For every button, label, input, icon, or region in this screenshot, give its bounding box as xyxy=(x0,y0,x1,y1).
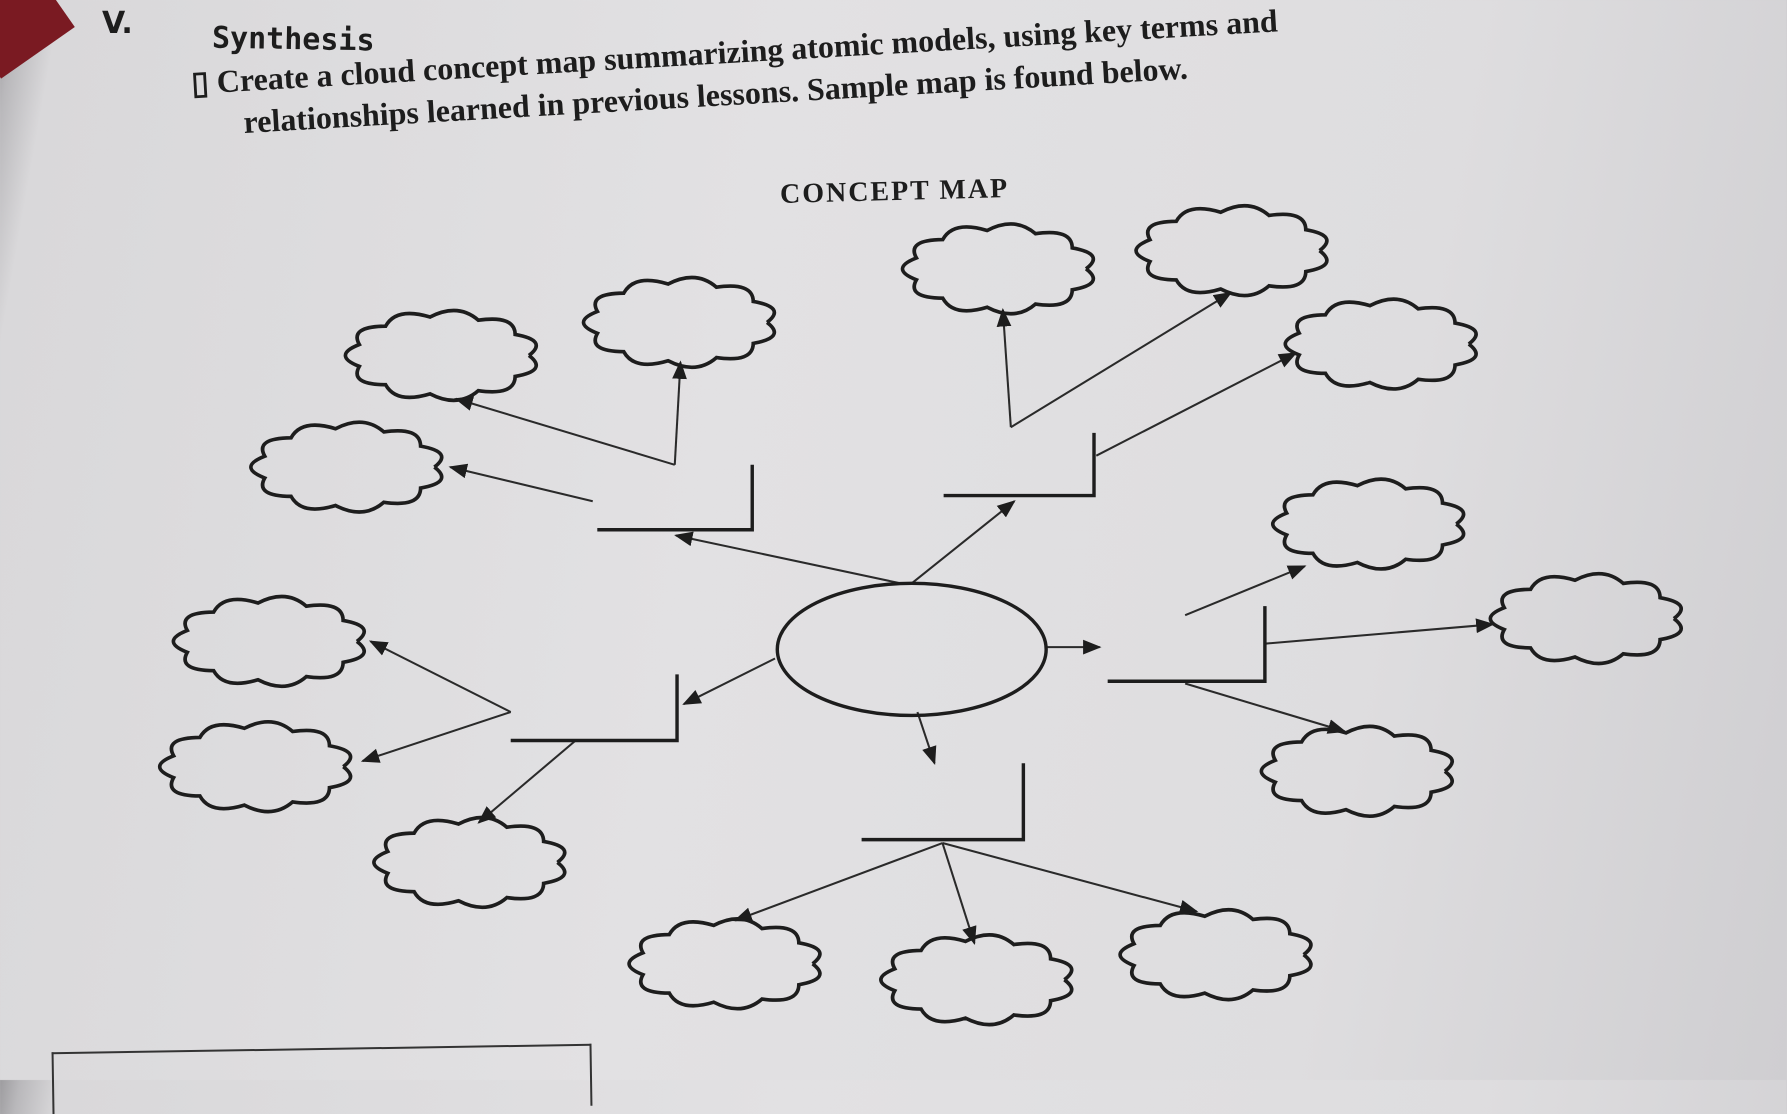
concept-map-diagram xyxy=(157,203,1683,1027)
arrow-connector-8 xyxy=(1095,352,1298,457)
arrow-connector-4 xyxy=(448,463,593,503)
cloud-shape-10 xyxy=(157,720,353,814)
cloud-shape-13 xyxy=(627,917,822,1011)
linking-box-2 xyxy=(943,432,1096,498)
worksheet-page: V. Synthesis ▯ Create a cloud concept ma… xyxy=(51,2,1683,1114)
arrow-connector-12 xyxy=(477,739,577,824)
arrow-connector-1 xyxy=(674,531,901,585)
arrow-connector-18 xyxy=(733,842,943,922)
linking-box-4 xyxy=(1107,606,1267,683)
central-concept-oval xyxy=(775,581,1048,718)
arrow-connector-19 xyxy=(941,842,977,946)
arrow-connector-14 xyxy=(1184,565,1307,617)
section-number: V. xyxy=(102,6,133,41)
cloud-shape-6 xyxy=(249,420,444,514)
cloud-shape-1 xyxy=(343,308,539,403)
cloud-shape-7 xyxy=(1271,477,1466,571)
linking-box-5 xyxy=(861,763,1026,842)
arrow-connector-10 xyxy=(368,640,512,713)
arrow-connector-7 xyxy=(1010,291,1233,429)
arrow-connector-2 xyxy=(672,360,687,465)
arrow-connector-6 xyxy=(996,308,1012,428)
cloud-shape-9 xyxy=(1488,571,1683,666)
linking-box-1 xyxy=(597,464,754,532)
linking-box-3 xyxy=(510,674,679,743)
arrow-connector-17 xyxy=(916,711,937,766)
answer-box xyxy=(51,1043,593,1114)
cloud-shape-14 xyxy=(879,933,1074,1027)
cloud-shape-8 xyxy=(171,594,366,689)
cloud-shape-3 xyxy=(900,222,1096,316)
arrow-connector-11 xyxy=(360,711,512,763)
cloud-shape-2 xyxy=(581,275,777,370)
cloud-shape-12 xyxy=(372,815,567,910)
cloud-shape-5 xyxy=(1283,297,1478,391)
arrow-connector-3 xyxy=(454,396,676,466)
arrow-connector-20 xyxy=(942,842,1199,915)
cloud-shape-4 xyxy=(1134,203,1329,298)
arrow-connector-15 xyxy=(1264,618,1495,645)
arrow-connector-16 xyxy=(1184,682,1347,734)
cloud-shape-15 xyxy=(1118,908,1313,1002)
arrow-connector-9 xyxy=(682,657,776,705)
arrow-connector-5 xyxy=(911,500,1016,585)
cloud-shape-11 xyxy=(1259,724,1454,818)
